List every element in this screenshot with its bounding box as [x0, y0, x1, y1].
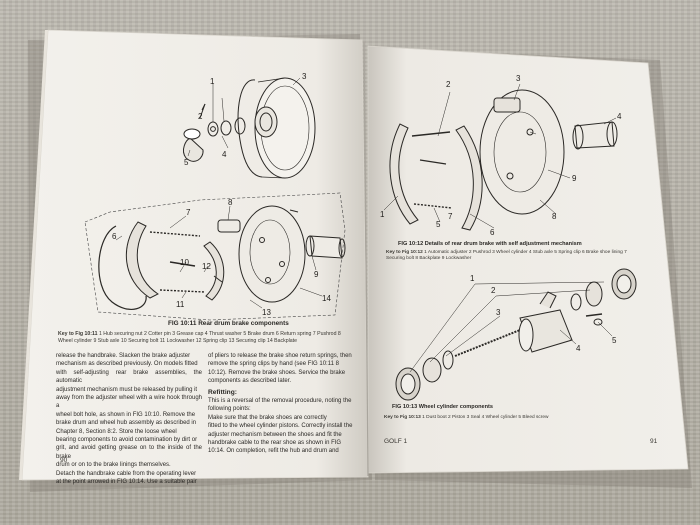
callout-label: 9 [314, 270, 319, 279]
figure-key: Key to Fig 10:11 1 Hub securing nut 2 Co… [58, 331, 354, 345]
right-figure-bottom-leaders [409, 281, 613, 373]
callout-label: 5 [436, 220, 441, 229]
left-figure-bottom-frame [84, 192, 346, 321]
callout-label: 14 [322, 294, 331, 303]
figure-caption: FIG 10:12 Details of rear drum brake wit… [398, 241, 582, 247]
callout-label: 2 [491, 286, 496, 295]
callout-label: 2 [198, 112, 203, 121]
callout-label: 5 [612, 336, 617, 345]
callout-label: 1 [210, 77, 215, 86]
callout-label: 6 [112, 232, 117, 241]
left-figure-top-callouts [187, 77, 301, 157]
figure-caption: FIG 10:13 Wheel cylinder components [392, 404, 494, 410]
text-line: mechanism as described previously. On mo… [56, 361, 198, 368]
right-figure-top [389, 89, 618, 231]
callout-label: 7 [448, 212, 453, 221]
callout-label: 8 [228, 198, 233, 207]
text-line: handbrake cable to the rear shoe as show… [208, 440, 342, 447]
callout-label: 5 [184, 158, 189, 167]
callout-label: 10 [180, 258, 189, 267]
figure-key-text: 1 Dust boot 2 Piston 3 Seal 4 Wheel cyli… [422, 415, 549, 420]
callout-label: 4 [222, 150, 227, 159]
figure-key-title: Key to Fig 10:12 [386, 250, 423, 255]
text-line: brake drum and wheel hub assembly as des… [56, 420, 197, 427]
body-text-left-column: release the handbrake. Slacken the brake… [56, 352, 202, 487]
callout-label: 3 [496, 308, 501, 317]
callout-label: 13 [262, 308, 271, 317]
running-footer: GOLF 1 [384, 438, 408, 445]
callout-label: 4 [576, 344, 581, 353]
callout-label: 4 [617, 112, 622, 121]
callout-label: 1 [380, 210, 385, 219]
left-figure-bottom [98, 205, 346, 311]
text-line: at the point arrowed in FIG 10:14. Use a… [56, 479, 197, 486]
text-line: adjustment mechanism must be released by… [56, 386, 198, 393]
callout-label: 7 [186, 208, 191, 217]
text-line: This is a reversal of the removal proced… [208, 398, 352, 405]
text-line: remove the spring clips by hand (see FIG… [208, 361, 339, 368]
page-number: 90 [60, 457, 68, 464]
text-line: release the handbrake. Slacken the brake… [56, 353, 191, 359]
callout-label: 8 [552, 212, 557, 221]
text-line: wheel bolt hole, as shown in FIG 10:10. … [56, 411, 196, 418]
right-page [367, 45, 689, 474]
text-line: away from the adjuster wheel with a wire… [56, 395, 202, 410]
figure-key-title: Key to Fig 10:13 [384, 415, 421, 420]
left-figure-top [183, 77, 316, 179]
text-line: 10:12). Remove the brake shoes. Service … [208, 369, 346, 376]
text-line: grit, and avoid getting grease on to the… [56, 445, 202, 460]
figure-key-text: 1 Hub securing nut 2 Cotter pin 3 Grease… [58, 331, 341, 344]
callout-label: 9 [572, 174, 577, 183]
callout-label: 2 [446, 80, 451, 89]
callout-label: 12 [202, 262, 211, 271]
text-line: bearing components to avoid contaminatio… [56, 437, 198, 444]
callout-label: 3 [516, 74, 521, 83]
body-text-right-column: of pliers to release the brake shoe retu… [208, 352, 358, 456]
right-figure-bottom [395, 268, 637, 401]
text-line: with self-adjusting rear brake assemblie… [56, 369, 202, 385]
callout-label: 6 [490, 228, 495, 237]
callout-label: 1 [470, 274, 475, 283]
text-line: of pliers to release the brake shoe retu… [208, 353, 352, 359]
callout-label: 3 [302, 72, 307, 81]
text-line: Detach the handbrake cable from the oper… [56, 470, 197, 477]
right-figure-top-leaders [383, 83, 617, 229]
refitting-heading: Refitting: [208, 388, 237, 396]
left-figure-bottom-leaders [115, 205, 323, 309]
page-number: 91 [650, 438, 658, 445]
callout-label: 11 [176, 300, 185, 309]
figure-key: Key to Fig 10:13 1 Dust boot 2 Piston 3 … [384, 414, 644, 421]
text-line: fitted to the wheel cylinder pistons. Co… [208, 423, 353, 430]
text-line: components as described later. [208, 378, 292, 385]
text-line: adjuster mechanism between the shoes and… [208, 431, 342, 438]
figure-key-title: Key to Fig 10:11 [58, 331, 98, 337]
text-line: Make sure that the brake shoes are corre… [208, 414, 327, 421]
figure-key: Key to Fig 10:12 1 Automatic adjuster 2 … [386, 250, 640, 263]
text-line: drum or on to the brake linings themselv… [56, 462, 171, 469]
text-line: 10:14. On completion, refit the hub and … [208, 448, 339, 455]
text-line: Chapter 8, Section 8:2. Store the loose … [56, 428, 177, 435]
figure-caption: FIG 10:11 Rear drum brake components [168, 320, 289, 327]
figure-key-text: 1 Automatic adjuster 2 Pushrod 3 Wheel c… [386, 250, 627, 262]
text-line: following points: [208, 406, 251, 413]
